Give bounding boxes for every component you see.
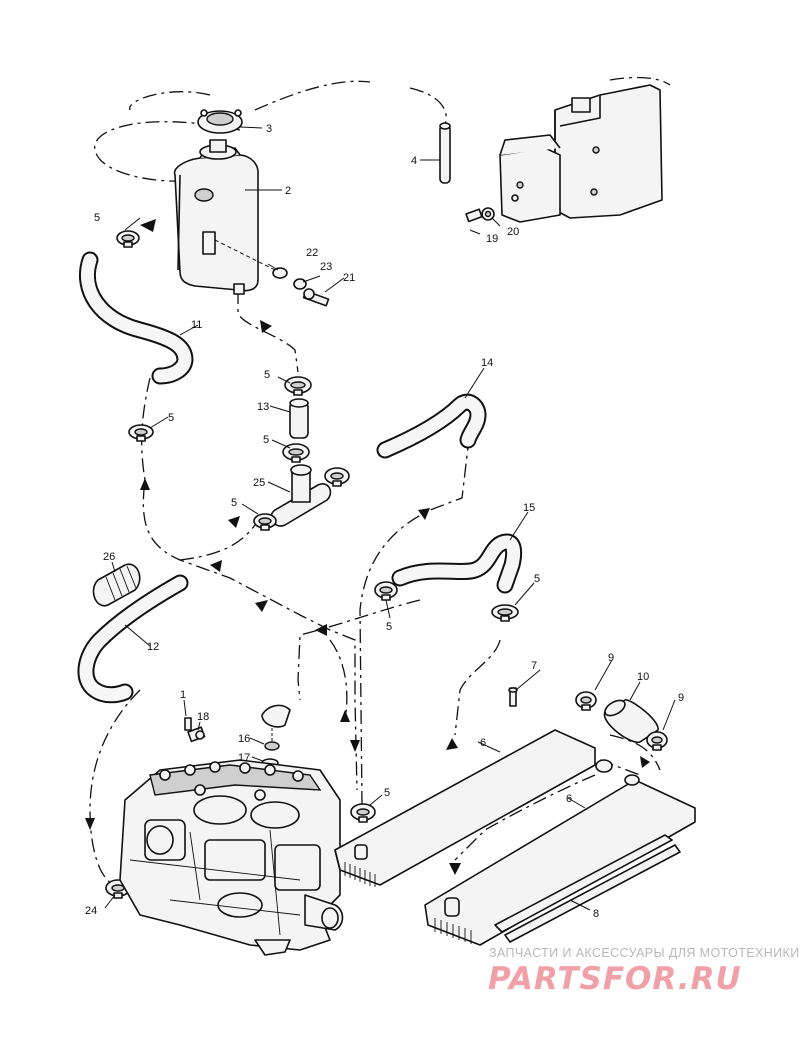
thermostat-housing-icon <box>270 464 332 527</box>
callout-11: 11 <box>191 319 202 331</box>
callout-1: 1 <box>180 689 186 701</box>
callout-12: 12 <box>147 641 159 653</box>
hose-15-icon <box>391 533 523 594</box>
callout-6b: 6 <box>566 793 572 805</box>
callout-16: 16 <box>238 733 250 745</box>
callout-25: 25 <box>253 477 265 489</box>
callout-5d: 5 <box>263 434 269 446</box>
bleeder-tube-icon <box>439 122 451 184</box>
callout-24: 24 <box>85 905 97 917</box>
callout-14: 14 <box>481 357 493 369</box>
bracket-bolt-icon <box>214 239 330 307</box>
radiator-icon <box>424 774 696 946</box>
watermark-logo: PARTSFOR.RU <box>488 961 742 997</box>
leader-lines <box>104 126 676 911</box>
callout-5b: 5 <box>264 369 270 381</box>
callout-7: 7 <box>531 660 537 672</box>
callout-5c: 5 <box>168 412 174 424</box>
callout-6a: 6 <box>480 737 486 749</box>
callout-19: 19 <box>486 233 498 245</box>
engine-block-icon <box>119 759 344 956</box>
callout-5h: 5 <box>384 787 390 799</box>
flow-arrowheads <box>85 219 650 875</box>
callout-9b: 9 <box>678 692 684 704</box>
callout-22: 22 <box>306 247 318 259</box>
coolant-flow-lines <box>89 76 671 886</box>
watermark-caption: ЗАПЧАСТИ И АКСЕССУАРЫ ДЛЯ МОТОТЕХНИКИ <box>489 946 800 960</box>
callout-21: 21 <box>343 272 355 284</box>
hose-12-icon <box>77 574 189 704</box>
fitting-icon <box>184 687 518 768</box>
callout-23: 23 <box>320 261 332 273</box>
watermark: ЗАПЧАСТИ И АКСЕССУАРЫ ДЛЯ МОТОТЕХНИКИ PA… <box>488 946 800 997</box>
callout-5g: 5 <box>534 573 540 585</box>
coolant-reservoir-icon <box>173 139 259 295</box>
engine-cylinder-icon <box>499 84 663 223</box>
hose-14-icon <box>376 393 487 459</box>
callout-2: 2 <box>285 185 291 197</box>
hose-13-icon <box>289 398 309 439</box>
callout-9a: 9 <box>608 652 614 664</box>
callout-17: 17 <box>238 752 250 764</box>
radiator-icon <box>334 729 613 887</box>
callout-8: 8 <box>593 908 599 920</box>
callout-26: 26 <box>103 551 115 563</box>
callout-18: 18 <box>197 711 209 723</box>
bleeder-screw-icon <box>465 207 495 223</box>
callout-4: 4 <box>411 155 417 167</box>
hose-sleeve-icon <box>92 563 141 607</box>
callout-20: 20 <box>507 226 519 238</box>
radiator-trim-strip-icon <box>494 834 681 943</box>
radiator-cap-icon <box>197 109 243 134</box>
callout-13: 13 <box>257 401 269 413</box>
callout-5e: 5 <box>231 497 237 509</box>
callout-5f: 5 <box>386 621 392 633</box>
callout-labels: 1 2 3 4 5 5 5 5 5 5 5 5 6 6 7 8 9 9 10 1… <box>85 123 684 920</box>
hose-11-icon <box>78 251 194 385</box>
hose-10-icon <box>603 699 659 743</box>
callout-3: 3 <box>266 123 272 135</box>
callout-15: 15 <box>523 502 535 514</box>
hose-clamp-icon <box>105 230 668 899</box>
callout-10: 10 <box>637 671 649 683</box>
callout-5a: 5 <box>94 212 100 224</box>
